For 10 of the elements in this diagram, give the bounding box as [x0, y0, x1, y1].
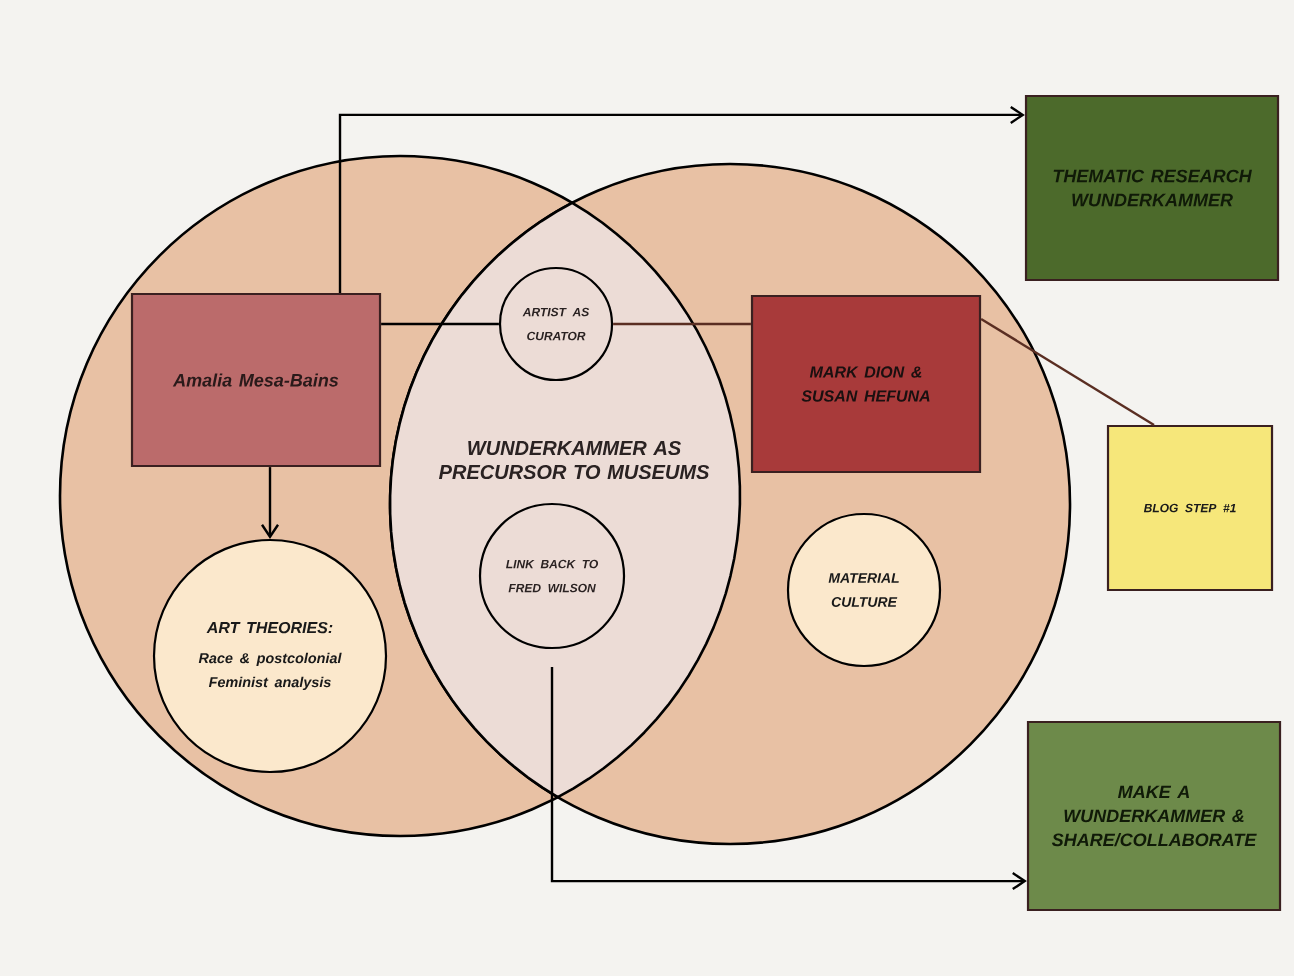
text-box: THEMATIC RESEARCH WUNDERKAMMER: [1024, 94, 1280, 282]
connector: [261, 467, 279, 539]
connector: [613, 322, 751, 326]
text-box: MARK DION & SUSAN HEFUNA: [750, 294, 982, 474]
connector: [338, 105, 1025, 293]
text-box: Amalia Mesa-Bains: [130, 292, 382, 468]
connector: [550, 667, 1027, 891]
connector: [980, 317, 1155, 426]
text-box: MAKE A WUNDERKAMMER & SHARE/COLLABORATE: [1026, 720, 1282, 912]
connector: [381, 322, 499, 326]
